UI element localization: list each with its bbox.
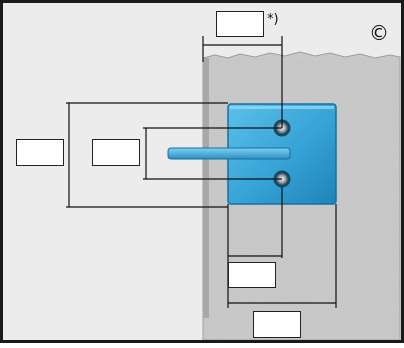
lower-inner-dimension-box [228,262,276,288]
inner-left-dimension-box [92,139,140,166]
outer-left-dimension-box [16,139,64,166]
top-dimension-box [216,11,264,37]
anchor-bar [167,147,291,160]
copyright-symbol: © [369,21,389,45]
lower-outer-dimension-box [253,311,301,338]
wall-edge [203,58,209,318]
dimension-lines [66,36,337,308]
note-mark: *) [267,12,279,27]
